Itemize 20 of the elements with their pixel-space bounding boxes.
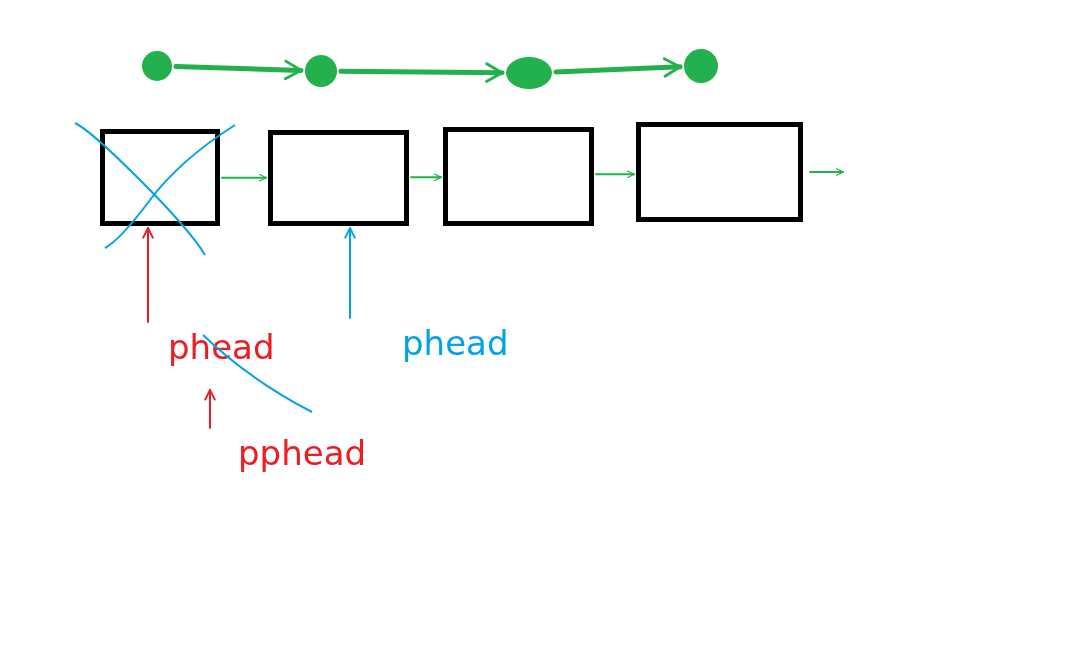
circle-node: [142, 51, 172, 81]
list-node-box: [100, 129, 220, 226]
arrow: [553, 57, 683, 78]
arrow: [204, 389, 216, 429]
arrow: [344, 227, 356, 319]
pointer-label: pphead: [238, 436, 367, 470]
arrow: [410, 173, 442, 182]
arrow: [595, 170, 635, 179]
list-node-box: [636, 122, 803, 222]
circle-node: [305, 55, 337, 87]
circle-node: [506, 57, 552, 89]
arrow: [809, 168, 844, 176]
arrow: [173, 59, 304, 81]
arrow: [338, 62, 505, 83]
list-node-box: [268, 130, 409, 226]
arrow: [142, 227, 154, 323]
pointer-label: phead: [402, 326, 509, 360]
circle-node: [684, 49, 718, 83]
list-node-box: [443, 127, 594, 226]
arrow: [221, 173, 267, 182]
